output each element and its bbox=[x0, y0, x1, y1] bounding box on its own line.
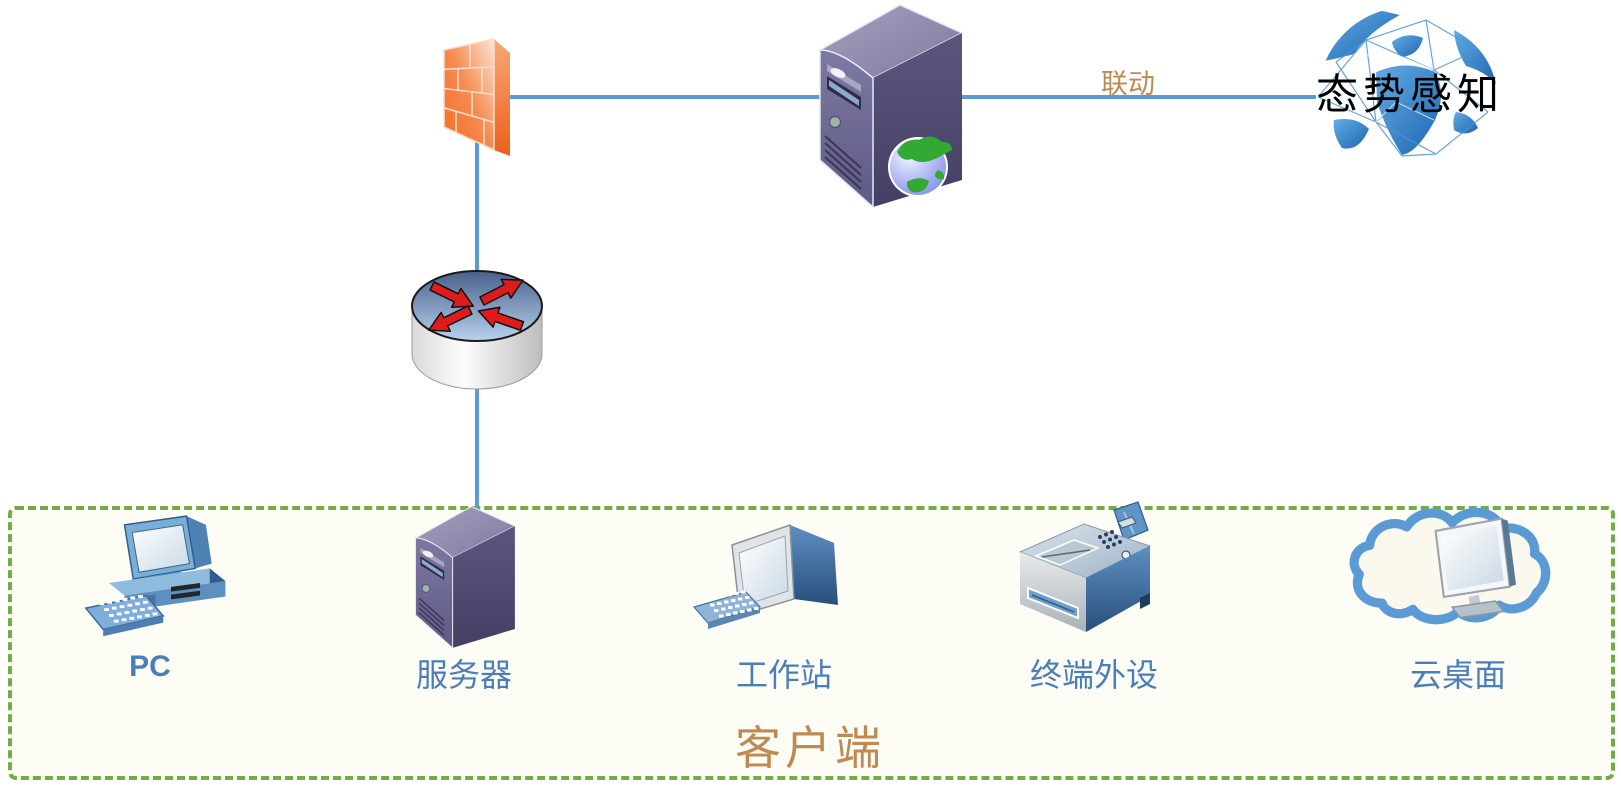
globe-badge-icon bbox=[888, 136, 952, 197]
peripheral-label: 终端外设 bbox=[1029, 657, 1158, 693]
server-icon bbox=[413, 505, 517, 650]
security-server-icon bbox=[817, 4, 964, 209]
pc-icon bbox=[80, 515, 226, 637]
workstation-icon bbox=[692, 523, 838, 629]
situational-awareness-label: 态势感知 bbox=[1315, 73, 1504, 119]
pc-label: PC bbox=[129, 650, 171, 683]
globe-network-icon bbox=[1318, 7, 1498, 187]
cloud-desktop-icon bbox=[1349, 507, 1551, 625]
client-zone-title: 客户端 bbox=[735, 723, 885, 774]
firewall-icon bbox=[443, 38, 510, 156]
router-icon bbox=[411, 270, 543, 390]
server-label: 服务器 bbox=[415, 657, 512, 693]
workstation-label: 工作站 bbox=[735, 657, 832, 693]
linkage-label: 联动 bbox=[1101, 69, 1155, 99]
cloud-desktop-label: 云桌面 bbox=[1409, 657, 1506, 693]
printer-icon bbox=[1018, 501, 1152, 632]
